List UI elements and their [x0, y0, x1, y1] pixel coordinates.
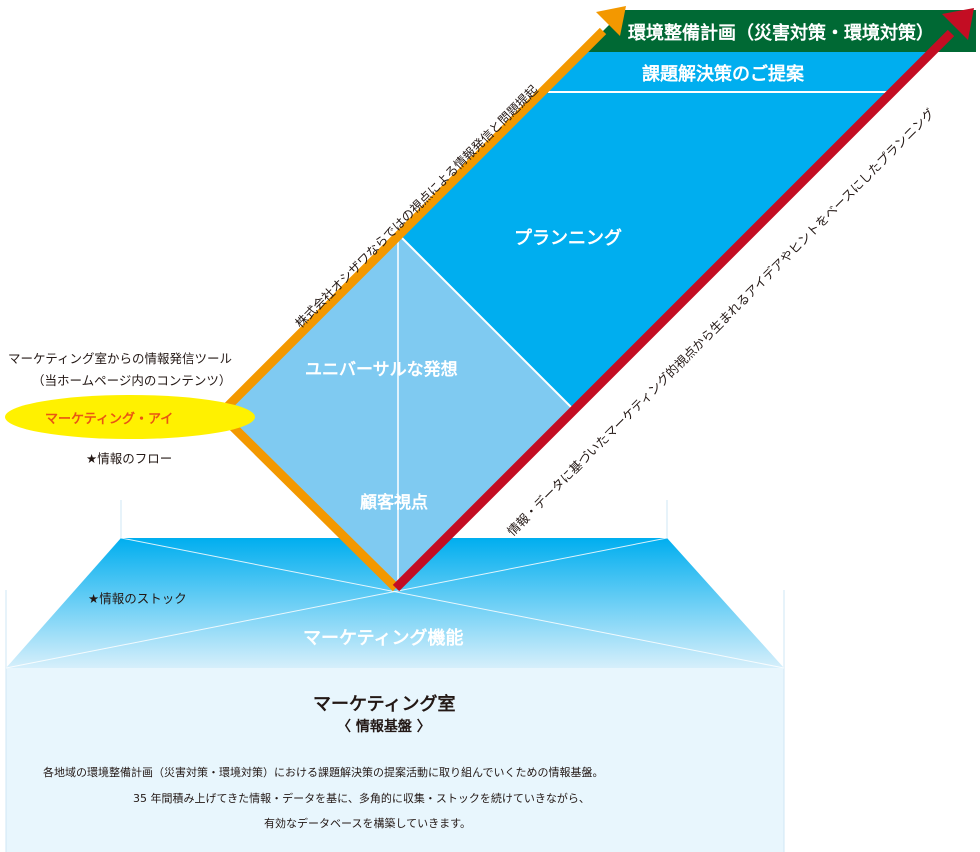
- trapezoid-diagonal-1: [120, 537, 785, 669]
- marketing-room-title: マーケティング室: [313, 694, 456, 715]
- tool-description-line1: マーケティング室からの情報発信ツール: [8, 351, 233, 366]
- info-base-box: [6, 668, 784, 852]
- planning-arrow-red-shaft: [392, 29, 955, 592]
- planning-label: プランニング: [514, 228, 622, 249]
- proposal-text: 課題解決策のご提案: [642, 64, 804, 85]
- flow-arrow-orange-head: [596, 6, 626, 36]
- info-stock-label: ★情報のストック: [88, 591, 187, 606]
- info-flow-label: ★情報のフロー: [86, 451, 173, 466]
- trapezoid-diagonal-2: [5, 537, 668, 669]
- diamond-divider: [399, 235, 573, 409]
- marketing-room-subtitle: 〈 情報基盤 〉: [337, 719, 431, 735]
- plan-title-text: 環境整備計画（災害対策・環境対策）: [628, 23, 934, 44]
- planning-band: [400, 52, 928, 408]
- marketing-function-label: マーケティング機能: [303, 628, 464, 649]
- info-base-description-2: 35 年間積み上げてきた情報・データを基に、多角的に収集・ストックを続けていきな…: [133, 792, 590, 805]
- marketing-eye-ellipse: [5, 395, 255, 439]
- plan-title-banner: [582, 10, 976, 52]
- customer-view-label: 顧客視点: [360, 493, 428, 513]
- flow-arrow-orange-line: [216, 410, 400, 592]
- marketing-eye-label: マーケティング・アイ: [45, 412, 174, 427]
- marketing-function-trapezoid: [6, 538, 784, 668]
- flow-arrow-orange-shaft: [216, 27, 607, 418]
- planning-arrow-red-head: [942, 8, 974, 40]
- info-base-description-1: 各地域の環境整備計画（災害対策・環境対策）における課題解決策の提案活動に取り組ん…: [43, 766, 604, 779]
- tool-description-line2: （当ホームページ内のコンテンツ）: [32, 373, 232, 388]
- info-base-description-3: 有効なデータベースを構築していきます。: [264, 817, 472, 830]
- universal-idea-label: ユニバーサルな発想: [305, 360, 458, 380]
